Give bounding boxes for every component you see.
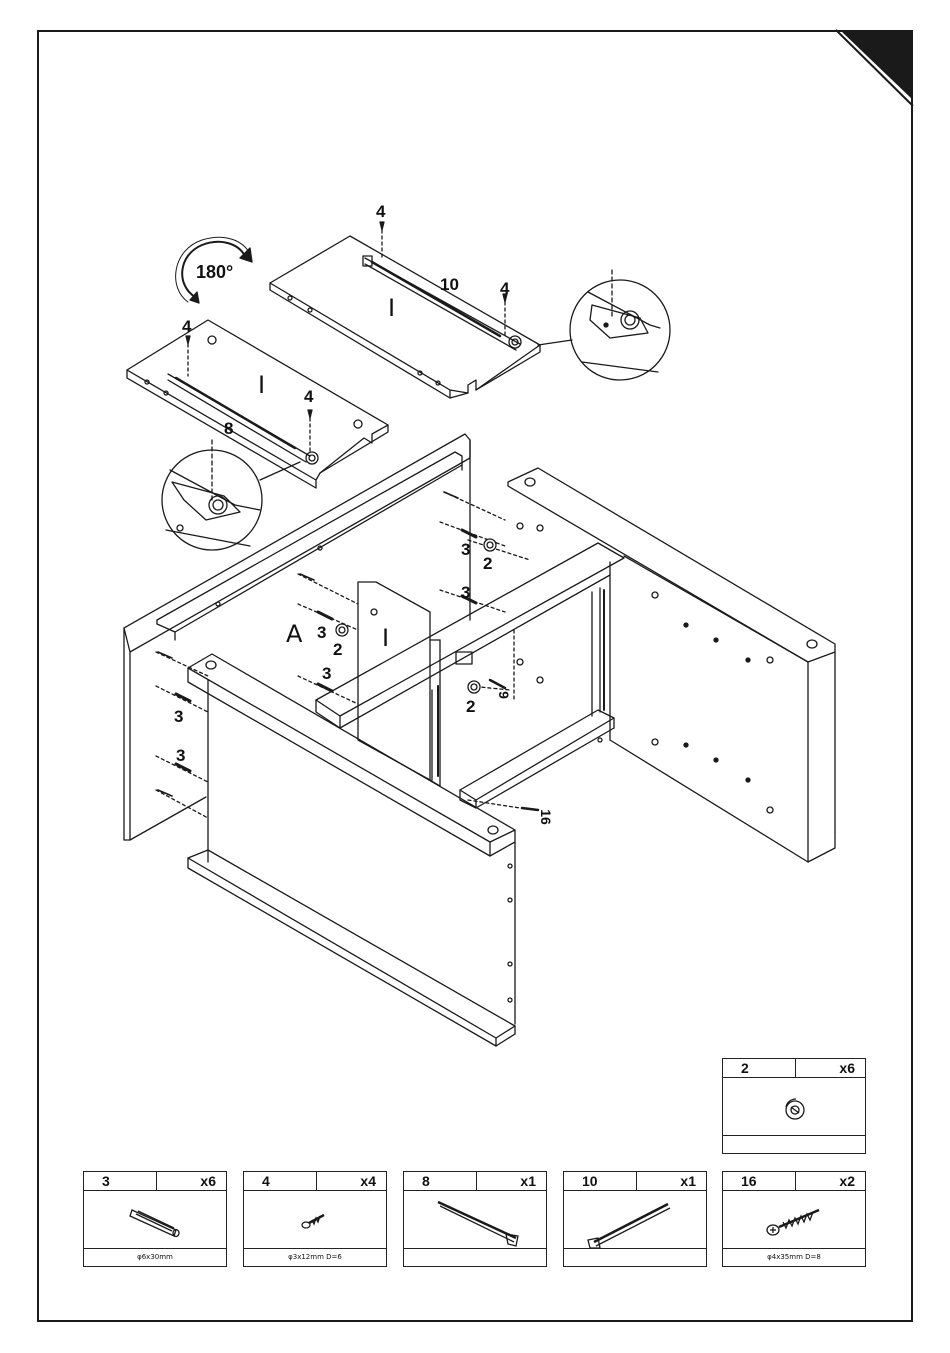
screw-callout: 16 — [539, 809, 553, 825]
screw-callout: 4 — [182, 318, 191, 335]
part-id: 2 — [741, 1060, 749, 1076]
dowel-callout: 3 — [461, 584, 470, 601]
drawer-slide-right-icon — [564, 1190, 706, 1250]
rotate-label: 180° — [196, 263, 233, 281]
slide-callout: 8 — [224, 420, 233, 437]
part-spec — [723, 1135, 865, 1153]
part-qty: x1 — [520, 1173, 536, 1189]
dowel-callout: 3 — [174, 708, 183, 725]
panel-mark: I — [388, 296, 395, 320]
cam-callout: 2 — [466, 698, 475, 715]
slide-callout: 10 — [440, 276, 459, 293]
part-box-4: 4 x4 φ3x12mm D=6 — [243, 1171, 387, 1267]
dowel-callout: 3 — [317, 624, 326, 641]
part-id: 16 — [741, 1173, 757, 1189]
right-side-panel — [508, 468, 835, 862]
cam-callout: 2 — [333, 641, 342, 658]
part-qty: x2 — [839, 1173, 855, 1189]
part-qty: x4 — [360, 1173, 376, 1189]
part-box-8: 8 x1 — [403, 1171, 547, 1267]
part-box-16: 16 x2 φ4x35mm D=8 — [722, 1171, 866, 1267]
part-spec: φ6x30mm — [84, 1248, 226, 1266]
drawer-bottom-panel-right — [270, 222, 540, 398]
cam-lock-icon — [723, 1077, 865, 1137]
part-box-10: 10 x1 — [563, 1171, 707, 1267]
part-spec — [564, 1248, 706, 1266]
part-spec: φ3x12mm D=6 — [244, 1248, 386, 1266]
drawer-bottom-panel-left — [127, 320, 388, 488]
screw-callout: 4 — [304, 388, 313, 405]
part-box-3: 3 x6 φ6x30mm — [83, 1171, 227, 1267]
part-spec: φ4x35mm D=8 — [723, 1248, 865, 1266]
part-id: 4 — [262, 1173, 270, 1189]
panel-label-a: A — [286, 622, 302, 646]
center-divider-panel — [358, 582, 440, 786]
part-spec — [404, 1248, 546, 1266]
small-screw-icon — [244, 1190, 386, 1250]
part-id: 8 — [422, 1173, 430, 1189]
panel-mark: I — [258, 373, 265, 397]
slide-detail-circle-right — [538, 270, 670, 380]
part-qty: x6 — [200, 1173, 216, 1189]
part-id: 10 — [582, 1173, 598, 1189]
wooden-dowel-icon — [84, 1190, 226, 1250]
bolt-callout: 9 — [497, 691, 511, 699]
part-id: 3 — [102, 1173, 110, 1189]
screw-callout: 4 — [376, 203, 385, 220]
cam-callout: 2 — [483, 555, 492, 572]
slide-detail-circle-left — [162, 440, 300, 550]
dowel-callout: 3 — [176, 747, 185, 764]
drawer-slide-left-icon — [404, 1190, 546, 1250]
part-qty: x6 — [839, 1060, 855, 1076]
part-qty: x1 — [680, 1173, 696, 1189]
dowel-callout: 3 — [461, 541, 470, 558]
panel-mark: I — [382, 626, 389, 650]
screw-callout: 4 — [500, 280, 509, 297]
dowel-callout: 3 — [322, 665, 331, 682]
part-box-2: 2 x6 — [722, 1058, 866, 1154]
long-screw-icon — [723, 1190, 865, 1250]
